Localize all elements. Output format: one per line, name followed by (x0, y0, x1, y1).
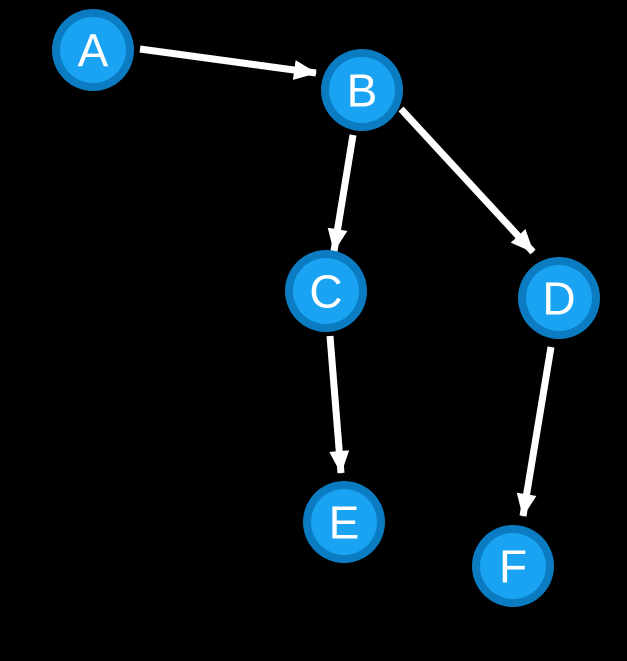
node-F[interactable]: F (472, 525, 554, 607)
node-B-circle (329, 57, 395, 123)
node-B[interactable]: B (321, 49, 403, 131)
node-D-circle (526, 265, 592, 331)
node-A-circle (60, 17, 126, 83)
edge-B-C (327, 134, 357, 252)
edge-D-F (516, 346, 555, 517)
edge-C-E (326, 335, 350, 474)
node-F-circle (480, 533, 546, 599)
node-C[interactable]: C (285, 250, 367, 332)
node-E[interactable]: E (303, 481, 385, 563)
node-A[interactable]: A (52, 9, 134, 91)
edge-A-B (139, 45, 317, 80)
node-D[interactable]: D (518, 257, 600, 339)
edge-B-D (398, 106, 536, 255)
node-E-circle (311, 489, 377, 555)
node-C-circle (293, 258, 359, 324)
